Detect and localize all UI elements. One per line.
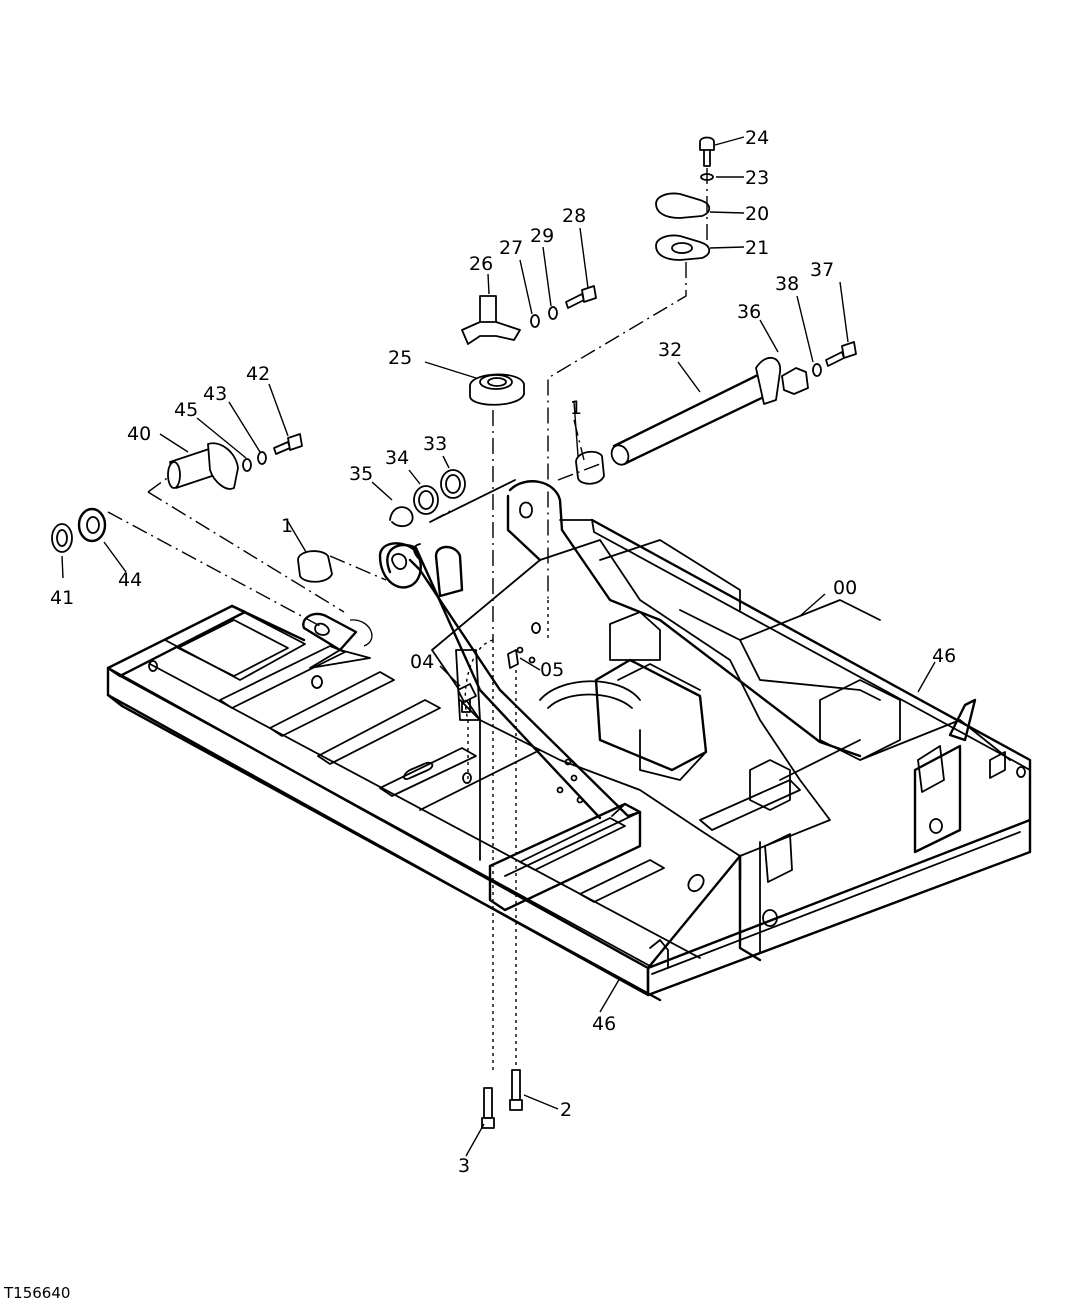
callout-38: 38 [775, 273, 799, 295]
callout-29: 29 [530, 225, 554, 247]
part-33-washer-inner [445, 474, 461, 494]
callout-labels: 24 23 20 21 28 29 27 26 37 38 36 32 25 4… [50, 127, 956, 1177]
callout-04: 04 [410, 651, 434, 673]
callout-3: 3 [458, 1155, 470, 1177]
callout-00: 00 [833, 577, 857, 599]
callout-21: 21 [745, 237, 769, 259]
part-40-boss [167, 442, 239, 490]
upper-boom-arm [302, 479, 862, 820]
part-3-bolt [481, 1087, 495, 1129]
part-34-washer [413, 485, 439, 515]
callout-37: 37 [810, 259, 834, 281]
part-34-washer-inner [418, 490, 434, 510]
callout-2: 2 [560, 1099, 572, 1121]
callout-05: 05 [540, 659, 564, 681]
callout-36: 36 [737, 301, 761, 323]
callout-24: 24 [745, 127, 769, 149]
part-41-washer [51, 523, 73, 553]
callout-1-left: 1 [281, 515, 293, 537]
part-41-washer-inner [56, 529, 68, 547]
callout-23: 23 [745, 167, 769, 189]
callout-32: 32 [658, 339, 682, 361]
callout-34: 34 [385, 447, 409, 469]
callout-28: 28 [562, 205, 586, 227]
callout-42: 42 [246, 363, 270, 385]
callout-1-right: 1 [570, 397, 582, 419]
part-36-plate [781, 367, 809, 395]
callout-43: 43 [203, 383, 227, 405]
drawing-code: T156640 [3, 1284, 70, 1302]
callout-25: 25 [388, 347, 412, 369]
callout-35: 35 [349, 463, 373, 485]
part-43-washer [257, 451, 267, 465]
part-26-bracket [461, 295, 521, 345]
part-37-bolt [825, 341, 857, 367]
part-32-pin [610, 357, 781, 466]
part-25-seal [469, 373, 525, 406]
part-44-washer-inner [86, 516, 100, 534]
callout-33: 33 [423, 433, 447, 455]
part-42-bolt [273, 433, 303, 455]
part-1-bushing-left [297, 550, 333, 583]
part-05-fitting [507, 649, 519, 669]
part-33-washer [440, 469, 466, 499]
callout-46-bottom: 46 [592, 1013, 616, 1035]
part-21-gasket [655, 234, 711, 261]
callout-41: 41 [50, 587, 74, 609]
part-38-washer [812, 363, 822, 377]
callout-45: 45 [174, 399, 198, 421]
part-35-clip [389, 506, 414, 528]
part-45-washer [242, 458, 252, 472]
callout-26: 26 [469, 253, 493, 275]
part-44-washer [77, 507, 107, 543]
part-29-washer [548, 306, 558, 320]
assembly-lines [107, 168, 708, 1070]
leader-lines [61, 136, 936, 1157]
part-28-bolt [565, 285, 597, 309]
callout-20: 20 [745, 203, 769, 225]
part-20-plate [655, 192, 711, 219]
part-2-bolt [509, 1069, 523, 1111]
callout-44: 44 [118, 569, 142, 591]
callout-27: 27 [499, 237, 523, 259]
callout-40: 40 [127, 423, 151, 445]
part-27-washer [530, 314, 540, 328]
main-frame [106, 518, 1032, 1002]
callout-46-right: 46 [932, 645, 956, 667]
part-24-bolt [699, 136, 715, 167]
